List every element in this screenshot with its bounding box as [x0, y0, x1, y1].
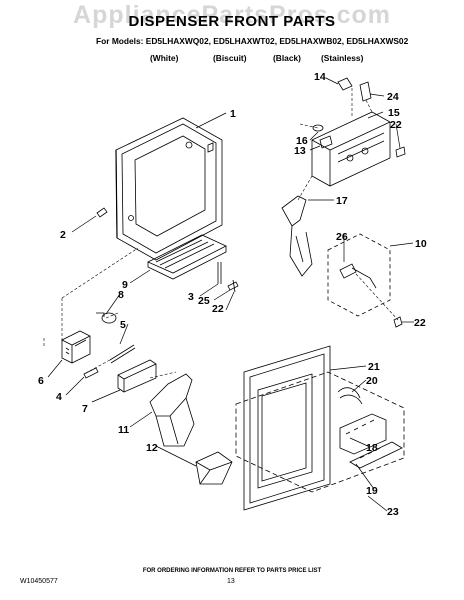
callout-25: 25: [198, 295, 210, 307]
variant-black: (Black): [273, 53, 301, 63]
part-24-bracket: [359, 81, 372, 102]
part-14-clip: [337, 77, 353, 91]
callout-21: 21: [368, 361, 380, 373]
page-title: DISPENSER FRONT PARTS: [128, 13, 336, 30]
part-15-housing: [311, 111, 391, 187]
callout-15: 15: [388, 107, 400, 119]
callout-22-middle: 22: [212, 303, 224, 315]
callout-4: 4: [56, 391, 62, 403]
callout-19: 19: [366, 485, 378, 497]
callout-26: 26: [336, 231, 348, 243]
part-13-socket: [319, 135, 333, 149]
callout-23: 23: [387, 506, 399, 518]
part-19-overlay: [349, 441, 403, 469]
callout-7: 7: [82, 403, 88, 415]
models-line: For Models: ED5LHAXWQ02, ED5LHAXWT02, ED…: [96, 36, 409, 46]
part-11-paddle: [149, 373, 195, 447]
part-1-frame: [115, 117, 223, 261]
part-3-pin: [217, 262, 239, 293]
callout-17: 17: [336, 195, 348, 207]
callout-11: 11: [118, 424, 129, 436]
part-5-lever: [83, 344, 136, 379]
callout-14: 14: [314, 71, 326, 83]
ordering-note: FOR ORDERING INFORMATION REFER TO PARTS …: [142, 568, 322, 574]
callout-2: 2: [60, 229, 66, 241]
callout-1: 1: [230, 108, 236, 120]
watermark: AppliancePartsPros.com: [73, 1, 391, 29]
part-7-bracket: [117, 359, 157, 393]
part-17-lever: [281, 195, 313, 277]
part-12-cup: [195, 451, 233, 485]
callout-20: 20: [366, 375, 378, 387]
callout-24: 24: [387, 91, 399, 103]
part-8-switch: [96, 312, 117, 324]
page-number: 13: [227, 578, 235, 585]
part-22-screw-top: [395, 146, 406, 158]
callout-10: 10: [415, 238, 427, 250]
variant-white: (White): [150, 53, 179, 63]
callout-3: 3: [188, 291, 194, 303]
part-20-harness: [337, 387, 363, 405]
part-23-panel-base: [235, 371, 405, 493]
part-2-screw: [96, 207, 108, 218]
callout-22-top: 22: [390, 119, 402, 131]
callout-6: 6: [38, 375, 44, 387]
callout-13: 13: [294, 145, 306, 157]
part-21-front-cover: [243, 345, 331, 511]
part-18-control-board: [339, 413, 387, 455]
variant-stainless: (Stainless): [321, 53, 364, 63]
document-id: W10450577: [20, 578, 58, 585]
part-6-module: [61, 330, 91, 364]
callout-22-right: 22: [414, 317, 426, 329]
callout-8: 8: [118, 289, 124, 301]
callout-5: 5: [120, 319, 126, 331]
part-16-bulb: [312, 124, 324, 132]
part-10-group: [327, 233, 403, 328]
variant-biscuit: (Biscuit): [213, 53, 247, 63]
callout-16: 16: [296, 135, 308, 147]
callout-12: 12: [146, 442, 158, 454]
callout-9: 9: [122, 279, 128, 291]
part-9-drip-tray: [147, 234, 227, 280]
callout-18: 18: [366, 442, 378, 454]
